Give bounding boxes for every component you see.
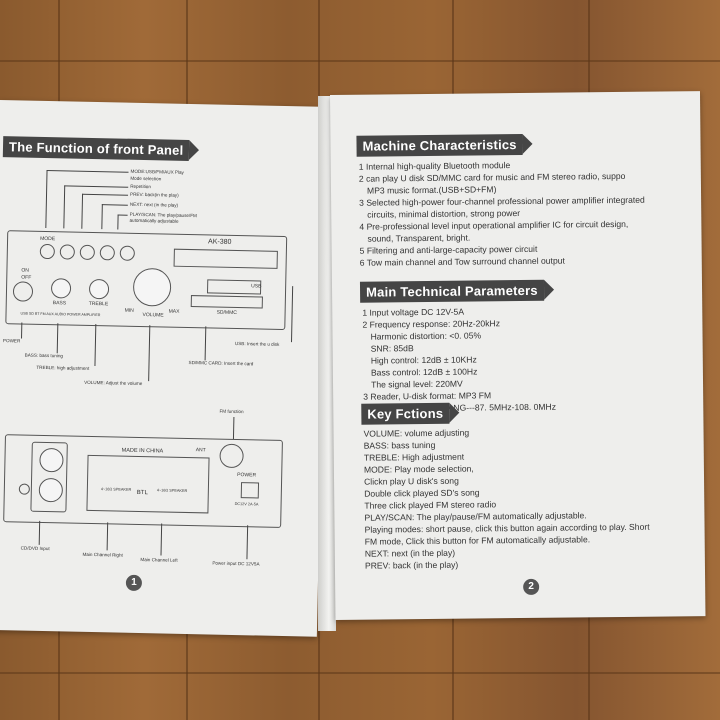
functions-banner: Key Fctions xyxy=(361,402,450,425)
rear-panel-diagram: MADE IN CHINA 4~16Ω SPEAKER BTL 4~16Ω SP… xyxy=(3,434,283,528)
leader-line xyxy=(82,193,129,196)
callout-prev: PREV: back(in the play) xyxy=(130,191,179,198)
antenna-jack xyxy=(219,443,244,469)
front-panel-diagram: MODE AK-380 ON OFF BASS TREBLE MIN VOLUM… xyxy=(5,230,288,331)
leader-line xyxy=(38,520,41,545)
power-label: POWER xyxy=(237,472,257,479)
callout-usb: USB: Insert the u disk xyxy=(234,340,280,347)
page-number: 2 xyxy=(523,578,540,596)
btl-label: BTL xyxy=(136,489,148,497)
callout-treble: TREBLE: high adjustment xyxy=(36,364,90,371)
bass-label: BASS xyxy=(52,300,67,307)
functions-list: VOLUME: volume adjusting BASS: bass tuni… xyxy=(363,425,650,572)
callout-next: NEXT: next (in the play) xyxy=(129,201,179,208)
treble-label: TREBLE xyxy=(88,300,109,308)
play-button xyxy=(119,245,135,261)
front-panel-banner: The Function of front Panel xyxy=(2,136,190,161)
leader-line xyxy=(81,193,84,229)
callout-play2: automatically adjustable xyxy=(129,217,179,224)
callout-dc: Power input DC 12V5A xyxy=(212,560,260,567)
leader-line xyxy=(101,204,128,206)
leader-line xyxy=(232,416,235,439)
leader-line xyxy=(117,214,119,230)
display-window xyxy=(173,248,278,269)
mode-label: MODE xyxy=(40,235,56,243)
callout-repeat: Repetition xyxy=(130,183,151,190)
callout-left: Main Channel Left xyxy=(140,557,178,563)
characteristics-banner: Machine Characteristics xyxy=(356,133,523,157)
bass-knob xyxy=(50,278,72,299)
repeat-button xyxy=(59,244,75,260)
treble-knob xyxy=(88,278,110,300)
parameters-list: 1 Input voltage DC 12V-5A 2 Frequency re… xyxy=(362,305,556,415)
callout-mode: MODE:USB/FM/AUX Play xyxy=(130,168,184,175)
speaker-left-label: 4~16Ω SPEAKER xyxy=(156,488,188,494)
right-page: Machine Characteristics 1 Internal high-… xyxy=(330,91,706,620)
callout-mode-sel: Mode selection xyxy=(130,175,162,182)
off-label: OFF xyxy=(21,274,32,281)
leader-line xyxy=(106,522,109,551)
min-label: MIN xyxy=(124,307,134,314)
wood-seam xyxy=(0,672,720,674)
speaker-right-label: 4~16Ω SPEAKER xyxy=(100,487,132,492)
made-in-label: MADE IN CHINA xyxy=(121,447,164,455)
callout-volume: VOLUME: Adjust the volume xyxy=(84,379,143,387)
leader-line xyxy=(56,323,59,354)
leader-line xyxy=(64,185,129,188)
callout-power: POWER xyxy=(2,338,21,344)
leader-line xyxy=(204,326,207,361)
next-button xyxy=(99,245,115,261)
leader-line xyxy=(101,204,103,230)
model-label: AK-380 xyxy=(208,238,232,246)
callout-cd: CD/DVD Input xyxy=(20,545,50,552)
char-line: 6 Tow main channel and Tow surround chan… xyxy=(359,255,565,268)
callout-right: Main Channel Right xyxy=(82,551,123,558)
leader-line xyxy=(21,322,23,339)
leader-line xyxy=(117,214,128,216)
leader-line xyxy=(290,286,294,343)
leader-line xyxy=(45,169,48,228)
dc-label: DC12V 2A-5A xyxy=(234,502,259,507)
leader-line xyxy=(246,525,249,560)
function-line: PREV: back (in the play) xyxy=(364,559,459,571)
on-label: ON xyxy=(21,267,29,274)
speaker-terminal xyxy=(86,454,210,514)
mode-button xyxy=(39,243,55,260)
ant-label: ANT xyxy=(195,447,206,454)
strip-text: USB SD BT FM AUX AUDIO POWER AMPLIFIER xyxy=(20,311,101,318)
left-page: The Function of front Panel MODE:USB/FM/… xyxy=(0,100,328,637)
volume-knob xyxy=(132,267,172,307)
characteristics-list: 1 Internal high-quality Bluetooth module… xyxy=(359,158,646,269)
leader-line xyxy=(63,185,66,229)
leader-line xyxy=(148,325,151,382)
callout-bass: BASS: bass tuning xyxy=(24,352,64,359)
leader-line xyxy=(160,523,163,556)
power-button xyxy=(12,281,34,302)
callout-sd: SD/MMC CARD: Insert the card xyxy=(188,360,254,367)
prev-button xyxy=(79,244,95,261)
sd-label: SD/MMC xyxy=(216,309,237,317)
leader-line xyxy=(46,169,129,173)
page-number: 1 xyxy=(125,574,143,592)
volume-label: VOLUME xyxy=(142,312,164,319)
sd-slot xyxy=(190,295,263,309)
callout-fm: FM function xyxy=(219,408,244,415)
wood-seam xyxy=(0,60,720,62)
dc-socket xyxy=(240,482,260,499)
max-label: MAX xyxy=(168,308,180,315)
parameters-banner: Main Technical Parameters xyxy=(359,279,544,303)
rca-small xyxy=(18,483,30,495)
usb-label: USB xyxy=(251,283,262,290)
leader-line xyxy=(94,324,97,367)
